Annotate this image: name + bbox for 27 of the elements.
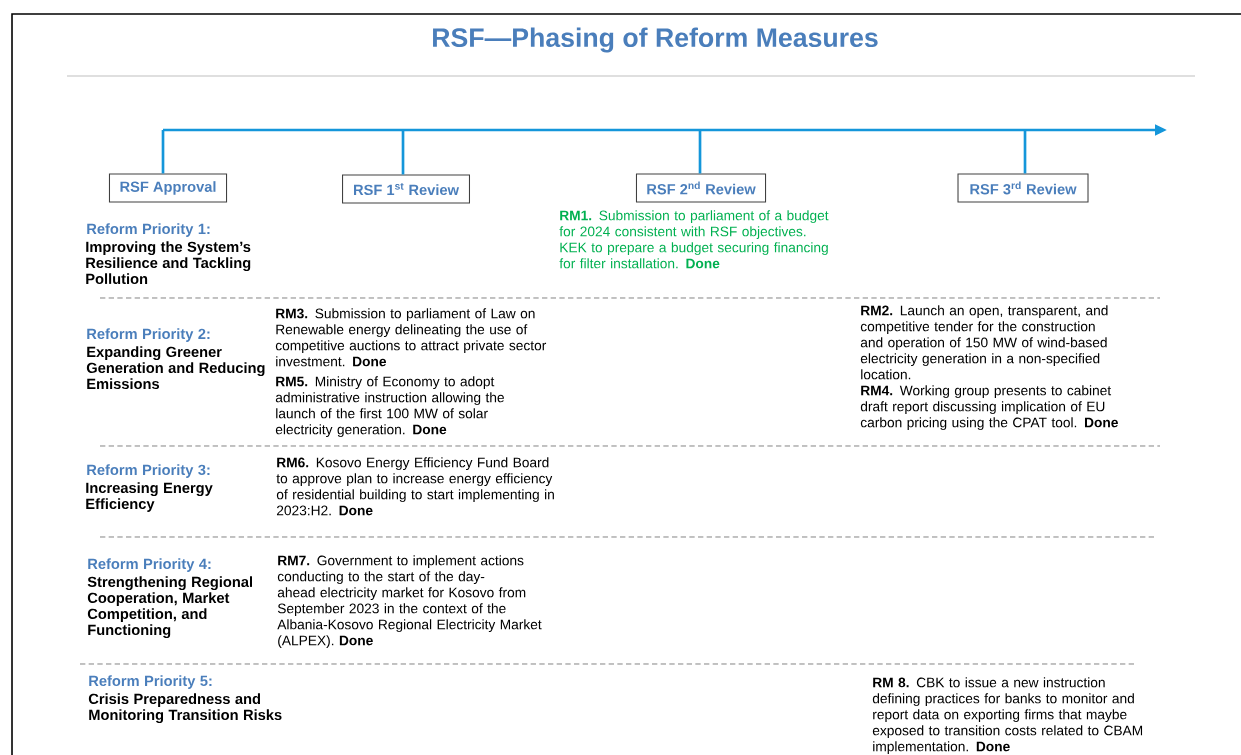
measure-text: RM2. Launch an open, transparent, and competitive tender for the construction and operation of 150 MW of wind-based electricity generation in a non-specified location. <box>860 305 1108 380</box>
title: RSF—Phasing of Reform Measures <box>433 27 878 53</box>
connector-line <box>698 130 702 174</box>
priority-title: Strengthening Regional Cooperation, Market Competition, and Functioning <box>87 576 252 638</box>
measure-text: RM4. Working group presents to cabinet draft report discussing implication of EU carbon pricing using the CPAT tool. Done <box>860 385 1118 431</box>
connector-line <box>401 130 405 175</box>
priority-title: Expanding Greener Generation and Reducing Emissions <box>86 346 265 390</box>
milestone-box: RSF Approval <box>108 173 228 203</box>
measure-text: RM1. Submission to parliament of a budget for 2024 consistent with RSF objectives. KEK to prepare a budget securing financing for filter installation. Done <box>559 210 829 269</box>
measure-text: RM7. Government to implement actions conducting to the start of the day-ahead electricity market for Kosovo from September 2023 in the context of the Albania-Kosovo Regional Electricity Market (ALPEX). Done <box>277 555 542 649</box>
measure-text: RM3. Submission to parliament of Law on Renewable energy delineating the use of competitive auctions to attract private sector investment. Done <box>275 308 547 367</box>
priority-heading: Reform Priority 2: <box>87 328 210 342</box>
milestone-box: RSF 1$^{st}$ Review <box>342 174 470 204</box>
measure-text: RM5. Ministry of Economy to adopt administrative instruction allowing the launch of the first 100 MW of solar electricity generation. Done <box>275 376 504 438</box>
priority-heading: Reform Priority 5: <box>89 675 212 689</box>
milestone-box: RSF 2$^{nd}$ Review <box>635 173 767 203</box>
connector-line <box>1023 130 1027 174</box>
measure-text: RM 8. CBK to issue a new instruction defining practices for banks to monitor and report data on exporting firms that maybe exposed to transition costs related to CBAM implementation. Done <box>872 677 1143 755</box>
milestone-box: RSF 3$^{rd}$ Review <box>957 173 1089 203</box>
priority-title: Increasing Energy Efficiency <box>86 482 213 512</box>
priority-heading: Reform Priority 1: <box>87 223 210 237</box>
priority-title: Improving the System’s Resilience and Tackling Pollution <box>86 241 251 285</box>
connector-line <box>161 130 165 174</box>
priority-heading: Reform Priority 3: <box>87 464 210 478</box>
measure-text: RM6. Kosovo Energy Efficiency Fund Board to approve plan to increase energy efficiency of residential building to start implementing in 2023:H2. Done <box>276 457 554 516</box>
priority-heading: Reform Priority 4: <box>88 558 211 572</box>
priority-title: Crisis Preparedness and Monitoring Transition Risks <box>88 693 282 723</box>
